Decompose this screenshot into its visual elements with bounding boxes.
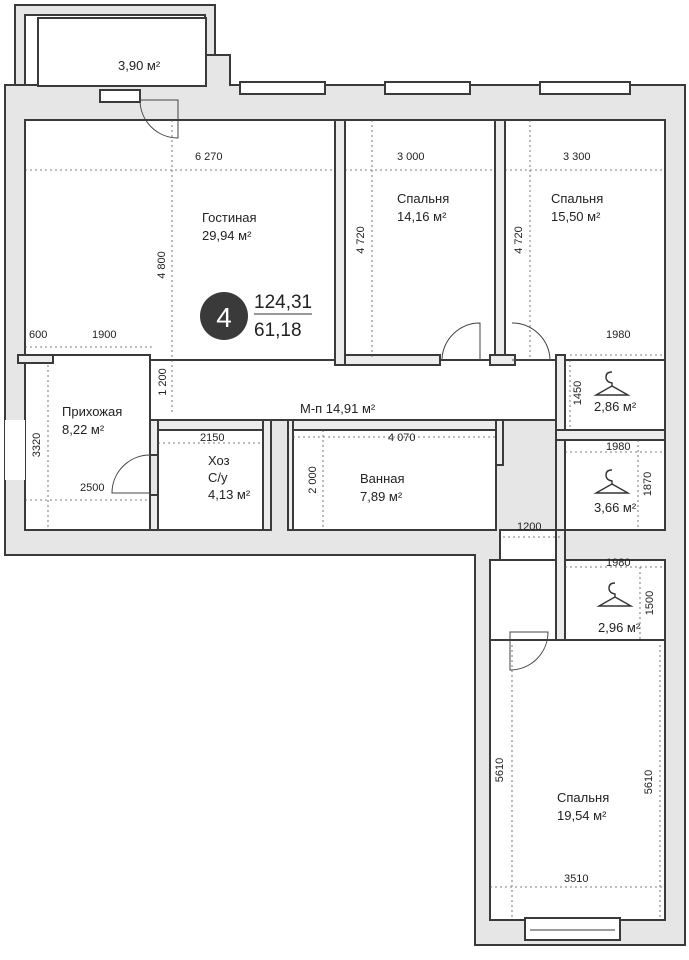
- bedroom3-area: 19,54 м²: [557, 808, 607, 823]
- partition: [334, 119, 346, 366]
- partition: [495, 419, 504, 466]
- utility-name-1: Хоз: [208, 453, 230, 468]
- dim-hall-width: 2500: [80, 482, 104, 494]
- dim-closet1-width: 1980: [606, 329, 630, 341]
- partition: [149, 419, 159, 456]
- dim-living-width: 6 270: [195, 151, 223, 163]
- door-swing-icon: [111, 454, 151, 494]
- bedroom-2: [504, 119, 666, 361]
- balcony-area: 3,90 м²: [118, 58, 161, 73]
- partition: [262, 419, 272, 531]
- window-icon: [539, 81, 631, 95]
- partition: [555, 529, 566, 641]
- partition: [489, 354, 516, 366]
- partition: [287, 419, 294, 531]
- dim-utility-width: 2150: [200, 432, 224, 444]
- hanger-icon: [593, 371, 631, 396]
- dim-bedroom2-width: 3 300: [563, 151, 591, 163]
- partition: [555, 354, 566, 436]
- partition: [149, 494, 159, 531]
- living-area-value: 29,94 м²: [202, 228, 252, 243]
- dim-closet1-height: 1450: [572, 381, 584, 405]
- closet3-area: 2,96 м²: [598, 620, 641, 635]
- dim-bath-height: 2 000: [307, 466, 319, 494]
- dim-closet3-height: 1500: [644, 591, 656, 615]
- closet-3: [564, 559, 666, 641]
- dim-bedroom2-height: 4 720: [513, 226, 525, 254]
- door-swing-icon: [139, 99, 179, 139]
- utility-name-2: С/у: [208, 470, 228, 485]
- bedroom-3-nook: [489, 559, 566, 641]
- dim-closet2-height: 1870: [642, 472, 654, 496]
- corridor: [149, 359, 566, 421]
- utility-area: 4,13 м²: [208, 487, 251, 502]
- window-icon: [524, 917, 621, 941]
- dim-bedroom1-height: 4 720: [355, 226, 367, 254]
- door-swing-icon: [509, 631, 549, 671]
- bath-area: 7,89 м²: [360, 489, 403, 504]
- window-icon: [384, 81, 471, 95]
- bedroom2-name: Спальня: [551, 191, 603, 206]
- bedroom3-name: Спальня: [557, 790, 609, 805]
- dim-bath-width: 4 070: [388, 432, 416, 444]
- living-name: Гостиная: [202, 210, 257, 225]
- door-swing-icon: [511, 322, 551, 361]
- hall: [24, 354, 151, 531]
- closet1-area: 2,86 м²: [594, 399, 637, 414]
- dim-bedroom3-height-right: 5610: [643, 770, 655, 794]
- hanger-icon: [593, 469, 631, 494]
- hanger-icon: [596, 582, 634, 607]
- hall-name: Прихожая: [62, 404, 122, 419]
- partition: [555, 429, 666, 441]
- bedroom2-area: 15,50 м²: [551, 209, 601, 224]
- partition: [494, 119, 506, 366]
- dim-600: 600: [29, 329, 47, 341]
- room-count-badge: [200, 292, 248, 340]
- partition: [17, 354, 54, 364]
- door-swing-icon: [441, 322, 481, 361]
- partition: [555, 439, 566, 531]
- corridor-name: М-п 14,91 м²: [300, 401, 376, 416]
- closet2-area: 3,66 м²: [594, 500, 637, 515]
- window-icon: [239, 81, 326, 95]
- dim-passage-width: 1200: [517, 521, 541, 533]
- bedroom1-name: Спальня: [397, 191, 449, 206]
- hall-area: 8,22 м²: [62, 422, 105, 437]
- dim-1200-vertical: 1 200: [157, 368, 169, 396]
- bedroom1-area: 14,16 м²: [397, 209, 447, 224]
- dim-closet3-width: 1980: [606, 557, 630, 569]
- partition: [344, 354, 441, 366]
- entrance-gap: [5, 420, 25, 480]
- dim-bedroom3-width: 3510: [564, 873, 588, 885]
- dim-closet2-width: 1980: [606, 441, 630, 453]
- total-area: 124,31: [254, 292, 312, 313]
- bath-name: Ванная: [360, 471, 405, 486]
- living-area: 61,18: [254, 320, 302, 341]
- partition: [149, 419, 266, 431]
- dim-living-height: 4 800: [156, 251, 168, 279]
- window-icon: [99, 89, 141, 103]
- dim-bedroom3-height-left: 5610: [494, 758, 506, 782]
- room-count: 4: [216, 302, 232, 333]
- balcony-floor: [37, 17, 207, 87]
- bedroom-3: [489, 639, 666, 921]
- dim-bedroom1-width: 3 000: [397, 151, 425, 163]
- dim-hall-height: 3320: [31, 433, 43, 457]
- dim-1900: 1900: [92, 329, 116, 341]
- balcony-walls: [14, 4, 216, 86]
- partition: [287, 419, 504, 431]
